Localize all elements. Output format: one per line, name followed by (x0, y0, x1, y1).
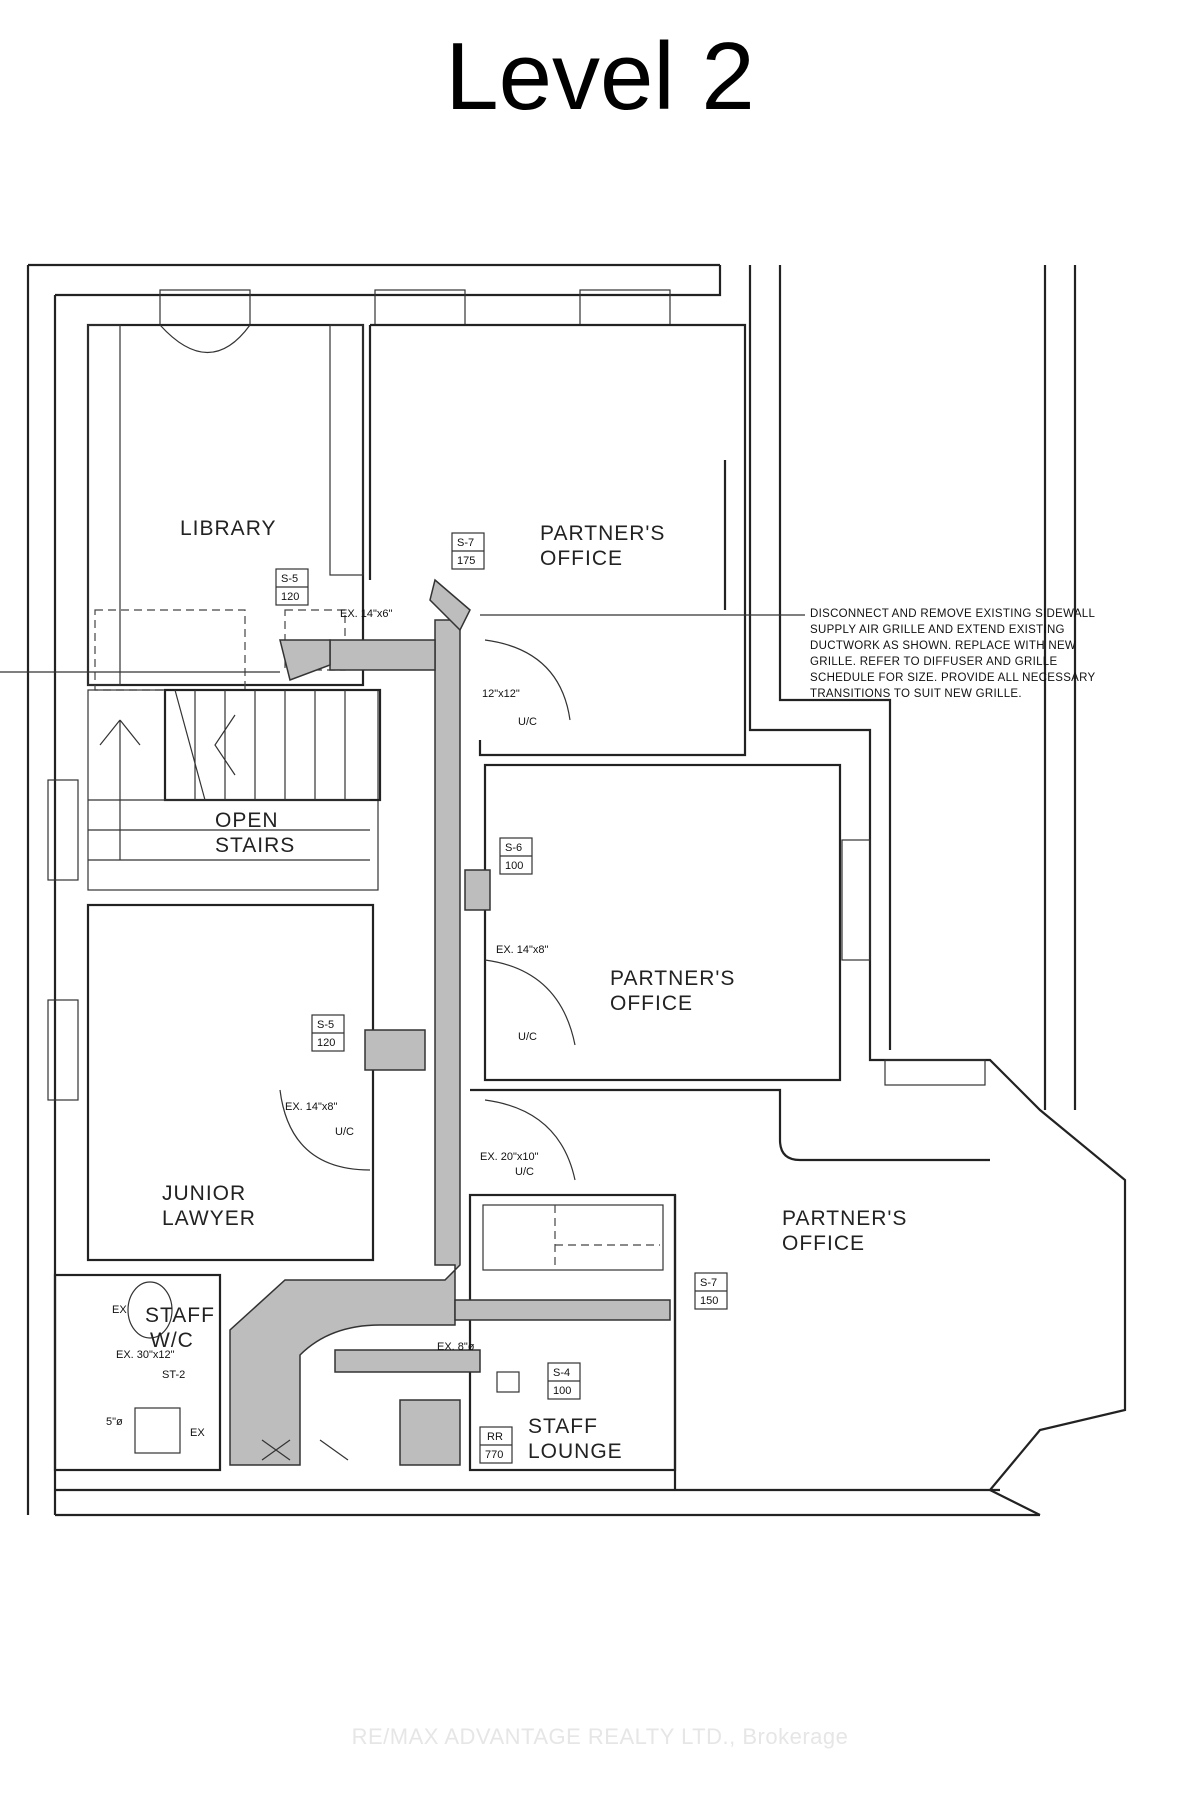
tag-s4-lounge: S-4 100 (547, 1362, 581, 1400)
tag-s6-mid: S-6 100 (499, 837, 533, 875)
open-stairs-label-line1: OPEN (215, 809, 279, 832)
dim-uc-1: U/C (518, 716, 537, 728)
library-room (86, 323, 365, 691)
junior-lawyer-room (86, 903, 375, 1262)
junior-lawyer-label-line1: JUNIOR (162, 1182, 246, 1205)
svg-text:120: 120 (317, 1037, 335, 1049)
staff-lounge-room (468, 1193, 677, 1472)
partner-office-1-label-line2: OFFICE (540, 547, 623, 570)
dim-ex-14x8: EX. 14"x8" (496, 944, 549, 956)
tag-rr-lounge: RR 770 (479, 1426, 513, 1464)
partner-office-3-label-line2: OFFICE (782, 1232, 865, 1255)
svg-text:DUCTWORK AS SHOWN. REPLACE WI: DUCTWORK AS SHOWN. REPLACE WITH NEW (810, 640, 1076, 652)
staff-wc-label-line2: W/C (150, 1329, 194, 1352)
dim-st2: ST-2 (162, 1369, 185, 1381)
svg-text:S-7: S-7 (457, 537, 474, 549)
exterior-walls (26, 263, 1127, 1517)
tag-s7-right: S-7 150 (694, 1272, 728, 1310)
svg-text:S-5: S-5 (317, 1019, 334, 1031)
watermark: RE/MAX ADVANTAGE REALTY LTD., Brokerage (351, 1724, 849, 1749)
open-stairs-label-line2: STAIRS (215, 834, 295, 857)
partner-office-3-label-line1: PARTNER'S (782, 1207, 907, 1230)
svg-text:S-5: S-5 (281, 573, 298, 585)
partner-office-top (368, 323, 747, 757)
stairs (87, 688, 382, 891)
svg-text:TRANSITIONS TO SUIT NEW GRILLE: TRANSITIONS TO SUIT NEW GRILLE. (810, 688, 1022, 700)
staff-lounge-label-line2: LOUNGE (528, 1440, 623, 1463)
svg-text:S-6: S-6 (505, 842, 522, 854)
staff-wc-label-line1: STAFF (145, 1304, 215, 1327)
partner-office-2-label-line1: PARTNER'S (610, 967, 735, 990)
dim-uc-2: U/C (518, 1031, 537, 1043)
dim-ex-small: EX (190, 1427, 205, 1439)
svg-text:RR: RR (487, 1431, 503, 1443)
partner-office-1-label-line1: PARTNER'S (540, 522, 665, 545)
dim-ex-8: EX. 8"ø (437, 1341, 475, 1353)
dim-ex-30x12: EX. 30"x12" (116, 1349, 175, 1361)
svg-text:150: 150 (700, 1295, 718, 1307)
tag-s5-junior: S-5 120 (311, 1014, 345, 1052)
svg-text:SCHEDULE FOR SIZE. PROVIDE AL: SCHEDULE FOR SIZE. PROVIDE ALL NECESSARY (810, 672, 1096, 684)
svg-text:S-4: S-4 (553, 1367, 570, 1379)
dim-12x12: 12"x12" (482, 688, 520, 700)
svg-text:DISCONNECT AND REMOVE EXISTING: DISCONNECT AND REMOVE EXISTING SIDEWALL (810, 608, 1095, 620)
dim-ex-14x6-top: EX. 14"x6" (340, 608, 393, 620)
library-label: LIBRARY (180, 517, 277, 540)
svg-text:175: 175 (457, 555, 475, 567)
svg-text:SUPPLY AIR GRILLE AND EXTEND E: SUPPLY AIR GRILLE AND EXTEND EXISTING (810, 624, 1065, 636)
partner-office-middle (483, 763, 842, 1082)
ductwork (229, 578, 671, 1466)
svg-text:GRILLE. REFER TO DIFFUSER AND: GRILLE. REFER TO DIFFUSER AND GRILLE (810, 656, 1057, 668)
svg-text:S-7: S-7 (700, 1277, 717, 1289)
dim-ex-14x8-junior: EX. 14"x8" (285, 1101, 338, 1113)
construction-note: DISCONNECT AND REMOVE EXISTING SIDEWALL … (810, 608, 1096, 700)
partner-office-2-label-line2: OFFICE (610, 992, 693, 1015)
page-title: Level 2 (445, 23, 755, 130)
dim-ex-5: 5"ø (106, 1416, 123, 1428)
tag-s7-top: S-7 175 (451, 532, 485, 570)
svg-text:120: 120 (281, 591, 299, 603)
staff-wc-room (53, 1273, 222, 1472)
dim-uc-3: U/C (335, 1126, 354, 1138)
svg-text:100: 100 (553, 1385, 571, 1397)
dim-ex-20x10: EX. 20"x10" (480, 1151, 539, 1163)
top-windows (47, 289, 986, 1101)
tag-s5-library: S-5 120 (275, 568, 309, 606)
junior-lawyer-label-line2: LAWYER (162, 1207, 256, 1230)
dim-ex-wc: EX (112, 1304, 127, 1316)
svg-text:100: 100 (505, 860, 523, 872)
svg-text:770: 770 (485, 1449, 503, 1461)
dim-uc-4: U/C (515, 1166, 534, 1178)
staff-lounge-label-line1: STAFF (528, 1415, 598, 1438)
